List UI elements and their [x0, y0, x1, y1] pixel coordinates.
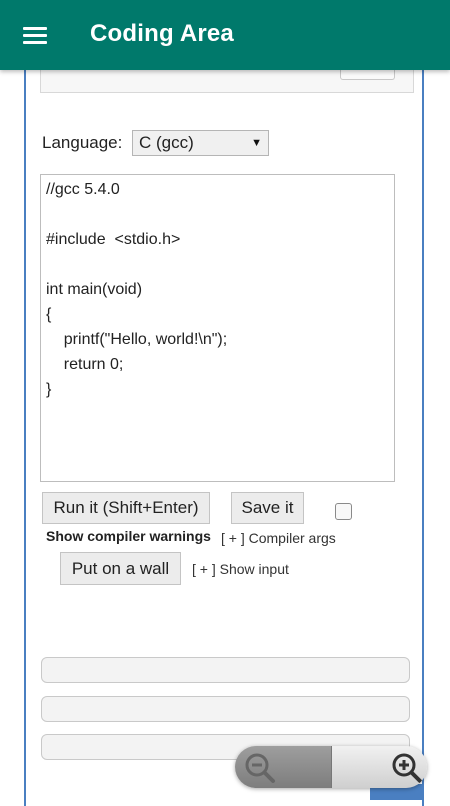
menu-icon-bar	[23, 27, 47, 30]
code-editor[interactable]: //gcc 5.4.0 #include <stdio.h> int main(…	[40, 174, 395, 482]
save-button[interactable]: Save it	[231, 492, 304, 524]
dropdown-arrow-icon: ▼	[251, 137, 262, 149]
menu-icon-bar	[23, 41, 47, 44]
menu-icon-bar	[23, 34, 47, 37]
zoom-out-button[interactable]	[235, 746, 331, 788]
compiler-warnings-checkbox[interactable]	[335, 503, 352, 520]
zoom-in-icon	[392, 753, 422, 783]
zoom-in-button[interactable]	[331, 746, 427, 788]
blue-corner-element	[370, 784, 424, 800]
code-line: printf("Hello, world!\n");	[46, 331, 228, 348]
output-field	[41, 657, 410, 683]
code-line: #include <stdio.h>	[46, 231, 181, 248]
zoom-controls	[235, 746, 427, 788]
app-bar: Coding Area	[0, 0, 450, 70]
output-field	[41, 696, 410, 722]
code-line: //gcc 5.4.0	[46, 181, 120, 198]
compiler-args-toggle[interactable]: [ + ] Compiler args	[221, 530, 336, 546]
show-input-toggle[interactable]: [ + ] Show input	[192, 561, 289, 577]
code-line: }	[46, 381, 52, 398]
language-select[interactable]: C (gcc) ▼	[132, 130, 269, 156]
hamburger-menu-icon[interactable]	[20, 24, 50, 48]
put-on-wall-button[interactable]: Put on a wall	[60, 552, 181, 585]
run-button[interactable]: Run it (Shift+Enter)	[42, 492, 210, 524]
zoom-out-icon	[245, 753, 275, 783]
language-label: Language:	[42, 133, 123, 152]
code-line: return 0;	[46, 356, 124, 373]
compiler-warnings-label: Show compiler warnings	[46, 528, 211, 544]
code-line: {	[46, 306, 52, 323]
page-title: Coding Area	[90, 20, 234, 47]
code-line: int main(void)	[46, 281, 143, 298]
language-select-value: C (gcc)	[139, 133, 194, 152]
